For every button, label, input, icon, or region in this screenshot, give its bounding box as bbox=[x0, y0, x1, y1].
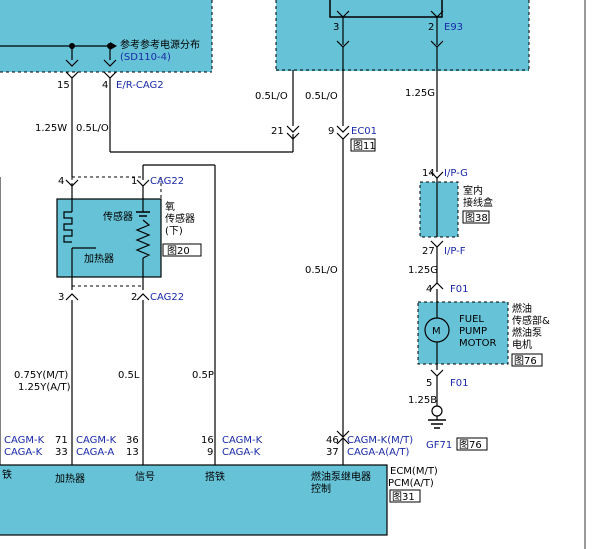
pump-desc4: 电机 bbox=[512, 338, 532, 351]
wire-125y: 1.25Y(A/T) bbox=[18, 382, 71, 393]
pin-15: 15 bbox=[57, 80, 70, 91]
pin-21: 21 bbox=[271, 126, 284, 137]
ecm-box bbox=[0, 464, 388, 536]
pin-9: 9 bbox=[328, 126, 334, 137]
pump-line1: FUEL bbox=[459, 314, 484, 325]
e93-label: E93 bbox=[444, 22, 463, 33]
wire-125g-mid: 1.25G bbox=[408, 265, 438, 276]
wire-125b: 1.25B bbox=[408, 395, 437, 406]
ecm-lab-relay1: 燃油泵继电器 bbox=[311, 470, 371, 483]
ecm-lab-signal: 信号 bbox=[135, 471, 155, 483]
o2-line3: (下) bbox=[165, 226, 183, 237]
wire-125w: 1.25W bbox=[35, 123, 67, 134]
pin-27: 27 bbox=[422, 246, 435, 257]
f01-bot: F01 bbox=[450, 378, 468, 389]
pin-4-f01: 4 bbox=[426, 284, 432, 295]
wire-05lo-d: 0.5L/O bbox=[305, 265, 338, 276]
ecm-left-cagm: CAGM-K bbox=[4, 435, 45, 446]
ecm-pin-71: 71 bbox=[55, 435, 68, 446]
ecm-lab-heater: 加热器 bbox=[55, 472, 85, 485]
ecm-lab-relay2: 控制 bbox=[311, 482, 331, 495]
wire-05lo-a: 0.5L/O bbox=[76, 123, 109, 134]
top-left-panel bbox=[0, 0, 212, 72]
ecm-pin-36: 36 bbox=[126, 435, 139, 446]
pin-4-sensor: 4 bbox=[58, 176, 64, 187]
wire-05lo-c: 0.5L/O bbox=[305, 91, 338, 102]
pump-line3: MOTOR bbox=[459, 338, 496, 349]
pump-desc1: 燃油 bbox=[512, 302, 532, 315]
top-right-panel bbox=[276, 0, 529, 71]
pump-desc2: 传感部& bbox=[512, 314, 550, 327]
erc-label: E/R-CAG2 bbox=[116, 80, 164, 91]
ec01-label: EC01 bbox=[351, 126, 377, 137]
cag22-bot: CAG22 bbox=[150, 292, 184, 303]
ground-code: GF71 bbox=[426, 440, 452, 451]
ecm-c3-a: CAGA-A(A/T) bbox=[347, 447, 409, 458]
ecm-c1-m: CAGM-K bbox=[76, 435, 117, 446]
junction-line2: 接线盒 bbox=[463, 196, 493, 209]
ecm-c1-a: CAGA-A bbox=[76, 447, 114, 458]
cag22-top: CAG22 bbox=[150, 176, 184, 187]
sensor-label: 传感器 bbox=[103, 210, 133, 223]
ipg-label: I/P-G bbox=[444, 168, 468, 179]
pump-line2: PUMP bbox=[459, 326, 487, 337]
ecm-left-caga: CAGA-K bbox=[4, 447, 43, 458]
ecm-ref: 图31 bbox=[392, 491, 415, 503]
pin-5-f01: 5 bbox=[426, 378, 432, 389]
ecm-lab-ground: 搭铁 bbox=[205, 470, 225, 483]
junction-ref: 图38 bbox=[465, 212, 488, 224]
ecm-c2-m: CAGM-K bbox=[222, 435, 263, 446]
ecm-c3-m: CAGM-K(M/T) bbox=[347, 435, 413, 446]
pin-2-sensor: 2 bbox=[131, 292, 137, 303]
pin-3-top: 3 bbox=[333, 22, 339, 33]
pin-2-top: 2 bbox=[428, 22, 434, 33]
o2-line1: 氧 bbox=[165, 200, 175, 213]
ecm-pin-16: 16 bbox=[201, 435, 214, 446]
ground-ref: 图76 bbox=[459, 439, 482, 451]
wire-075y: 0.75Y(M/T) bbox=[14, 370, 68, 381]
pcm-at-label: PCM(A/T) bbox=[388, 478, 434, 489]
ecm-pin-37: 37 bbox=[326, 447, 339, 458]
heater-label: 加热器 bbox=[84, 252, 114, 265]
wire-05l: 0.5L bbox=[118, 370, 140, 381]
ec01-ref: 图11 bbox=[353, 140, 376, 152]
pin-3-sensor: 3 bbox=[58, 292, 64, 303]
ecm-mt-label: ECM(M/T) bbox=[390, 466, 438, 477]
wire-05lo-b: 0.5L/O bbox=[255, 91, 288, 102]
wire-125g-top: 1.25G bbox=[405, 88, 435, 99]
pump-ref: 图76 bbox=[514, 355, 537, 367]
ref-code-text: (SD110-4) bbox=[120, 52, 171, 63]
junction-line1: 室内 bbox=[463, 184, 483, 197]
sensor-ref: 图20 bbox=[167, 245, 190, 257]
ecm-lab-tie: 铁 bbox=[2, 468, 12, 481]
pin-4-erc: 4 bbox=[102, 80, 108, 91]
wire-05p: 0.5P bbox=[192, 370, 214, 381]
ref-note-text: 参考参考电源分布 bbox=[120, 38, 200, 51]
pump-desc3: 燃油泵 bbox=[512, 326, 542, 339]
ecm-pin-13: 13 bbox=[126, 447, 139, 458]
motor-m: M bbox=[432, 326, 441, 337]
pin-14: 14 bbox=[422, 168, 435, 179]
ecm-c2-a: CAGA-K bbox=[222, 447, 261, 458]
ground-icon bbox=[431, 405, 443, 417]
ipf-label: I/P-F bbox=[444, 246, 466, 257]
f01-top: F01 bbox=[450, 284, 468, 295]
ecm-pin-9: 9 bbox=[207, 447, 213, 458]
ecm-pin-33: 33 bbox=[55, 447, 68, 458]
pin-1-sensor: 1 bbox=[131, 176, 137, 187]
o2-line2: 传感器 bbox=[165, 212, 195, 225]
ecm-pin-46: 46 bbox=[326, 435, 339, 446]
junction-box bbox=[419, 181, 459, 238]
